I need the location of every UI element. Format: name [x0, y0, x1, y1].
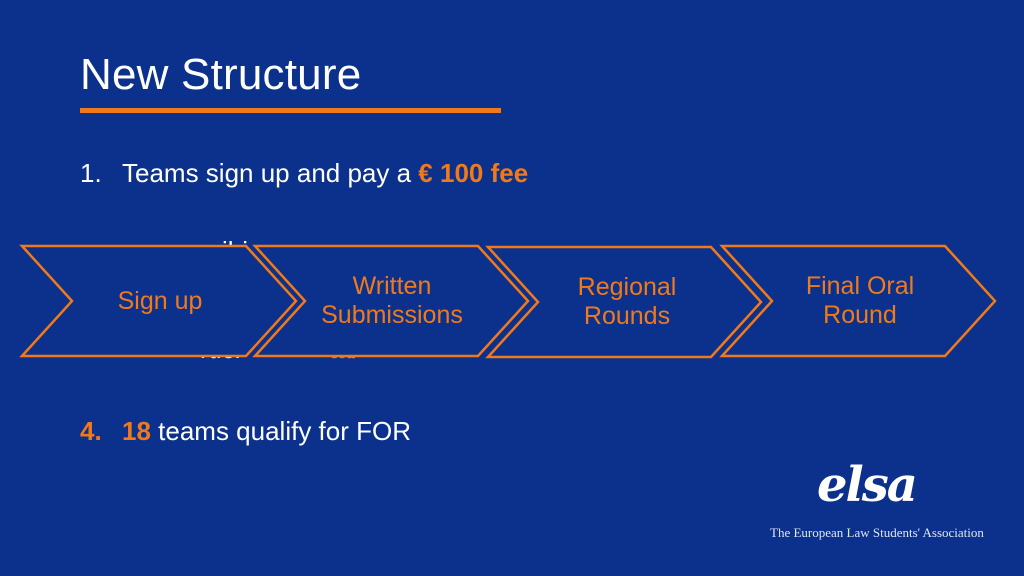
step-1-line1: Sign up: [117, 287, 203, 315]
list-item-1: 1. Teams sign up and pay a € 100 fee: [80, 158, 528, 188]
chevron-sign-up: [19, 244, 298, 358]
step-label-sign-up: Sign up: [100, 287, 220, 316]
team-count-highlight: 18: [122, 416, 151, 446]
title-underline: [80, 108, 501, 113]
list-item-4: 4. 18 teams qualify for FOR: [80, 416, 411, 446]
list-number-1: 1.: [80, 158, 102, 188]
elsa-logo-subtitle: The European Law Students' Association: [770, 525, 984, 540]
chevron-final-oral-round: [719, 244, 997, 358]
step-4-line1: Final Oral: [805, 272, 915, 300]
step-2-line1: Written: [352, 272, 432, 300]
fee-highlight: € 100 fee: [418, 158, 529, 188]
chevron-written-submissions: [252, 244, 530, 358]
elsa-logo-mark: elsa: [817, 457, 918, 513]
step-2-line2: Submissions: [321, 301, 463, 329]
step-3-line2: Rounds: [583, 302, 671, 330]
list-number-4: 4.: [80, 416, 102, 446]
elsa-logo: elsa The European Law Students' Associat…: [770, 455, 985, 545]
step-label-written-submissions: Written Submissions: [312, 272, 472, 330]
list-item-4-text: teams qualify for FOR: [150, 416, 411, 446]
chevron-regional-rounds: [485, 245, 763, 359]
step-4-line2: Round: [823, 301, 897, 329]
slide-title: New Structure: [80, 50, 362, 99]
step-label-final-oral-round: Final Oral Round: [780, 272, 940, 330]
list-item-1-text: Teams sign up and pay a: [122, 158, 419, 188]
step-label-regional-rounds: Regional Rounds: [552, 273, 702, 331]
step-3-line1: Regional: [577, 273, 677, 301]
